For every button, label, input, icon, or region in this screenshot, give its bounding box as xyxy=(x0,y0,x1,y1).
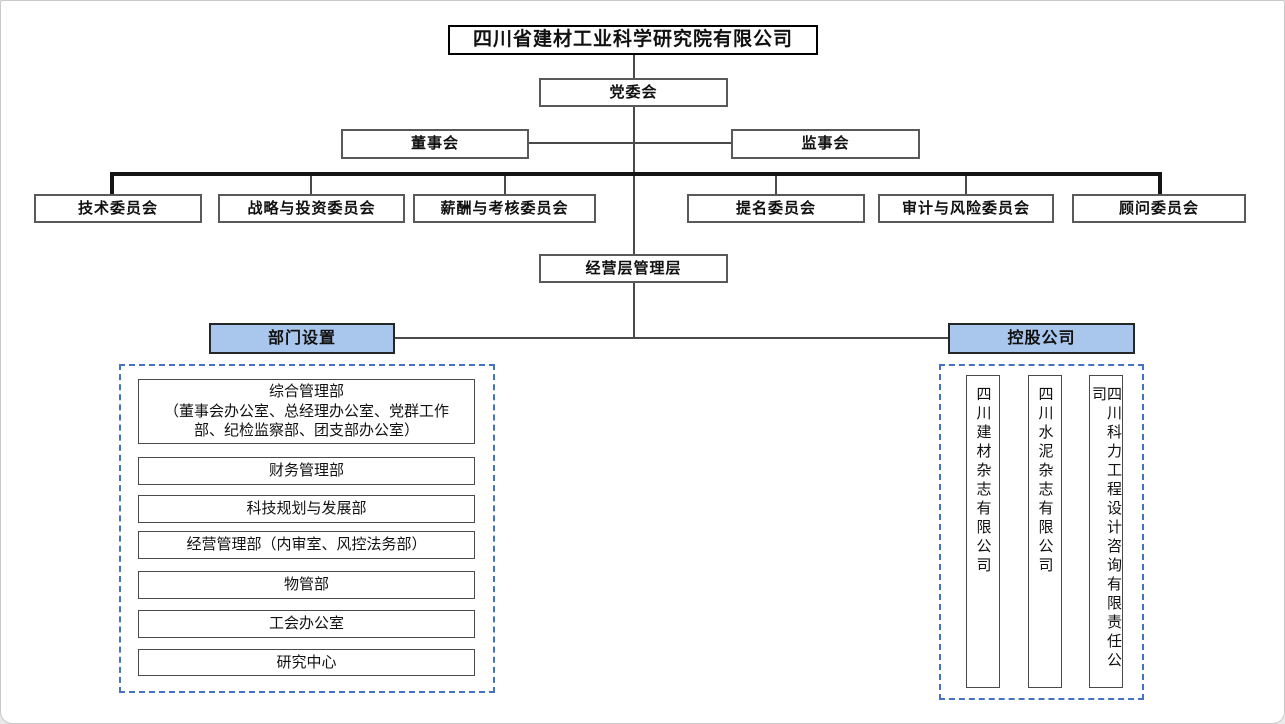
org-node-committee-nomination: 提名委员会 xyxy=(687,194,865,223)
holding-keli-engineering: 四川科力工程设计咨询有限责任公司 xyxy=(1089,375,1123,688)
dept-finance: 财务管理部 xyxy=(138,457,475,485)
dept-scitech-planning: 科技规划与发展部 xyxy=(138,495,475,523)
departments-dashed-container xyxy=(119,364,495,693)
holding-label: 四川水泥杂志有限公司 xyxy=(1036,386,1054,576)
connector-party-to-management xyxy=(633,107,635,254)
dept-property-management: 物管部 xyxy=(138,571,475,599)
connector-elbow-right xyxy=(1158,172,1162,194)
org-node-committee-remuneration-assessment: 薪酬与考核委员会 xyxy=(413,194,596,223)
holdings-dashed-container xyxy=(939,364,1144,700)
dept-general-management: 综合管理部 （董事会办公室、总经理办公室、党群工作部、纪检监察部、团支部办公室） xyxy=(138,379,475,444)
connector-sections-split xyxy=(395,337,948,339)
section-header-departments: 部门设置 xyxy=(209,323,395,354)
dept-research-center: 研究中心 xyxy=(138,649,475,676)
org-node-board: 董事会 xyxy=(341,129,529,159)
connector-elbow-left xyxy=(110,172,114,194)
dept-labor-union-office: 工会办公室 xyxy=(138,610,475,638)
connector-committees-main xyxy=(110,172,1162,176)
org-node-committee-audit-risk: 审计与风险委员会 xyxy=(878,194,1054,223)
org-node-party-committee: 党委会 xyxy=(539,78,728,107)
org-node-committee-technical: 技术委员会 xyxy=(34,194,202,223)
holding-label: 四川建材杂志有限公司 xyxy=(974,386,992,576)
connector-stub-remuneration xyxy=(504,176,506,194)
holding-label: 四川科力工程设计咨询有限责任公司 xyxy=(1090,386,1122,671)
connector-management-to-split xyxy=(633,283,635,338)
org-node-committee-strategy-investment: 战略与投资委员会 xyxy=(218,194,405,223)
connector-stub-strategy xyxy=(310,176,312,194)
org-node-management: 经营层管理层 xyxy=(539,254,728,283)
org-node-committee-advisory: 顾问委员会 xyxy=(1072,194,1246,223)
connector-title-to-party xyxy=(633,55,635,78)
org-node-supervisory-board: 监事会 xyxy=(731,129,920,159)
connector-board-supervisory xyxy=(529,142,731,144)
org-node-company-title: 四川省建材工业科学研究院有限公司 xyxy=(448,25,818,55)
connector-stub-nomination xyxy=(775,176,777,194)
connector-stub-audit xyxy=(965,176,967,194)
dept-operations-management: 经营管理部（内审室、风控法务部） xyxy=(138,531,475,559)
holding-building-materials-magazine: 四川建材杂志有限公司 xyxy=(966,375,1000,688)
section-header-holdings: 控股公司 xyxy=(948,323,1135,354)
holding-cement-magazine: 四川水泥杂志有限公司 xyxy=(1028,375,1062,688)
